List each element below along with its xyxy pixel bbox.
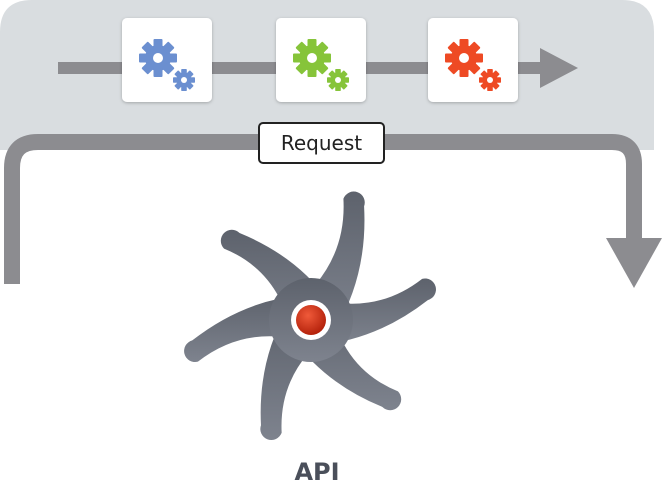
- api-icon: [184, 191, 436, 440]
- gears-icon: [139, 39, 195, 91]
- request-label-box: Request: [258, 122, 385, 164]
- gears-icon: [293, 39, 349, 91]
- request-path-arrow-head: [606, 238, 662, 288]
- middleware-1-tile: [122, 18, 212, 102]
- request-label: Request: [281, 131, 362, 155]
- middleware-2-tile: [276, 18, 366, 102]
- api-label: API: [294, 458, 339, 486]
- gears-icon: [445, 39, 501, 91]
- api-star-arm: [286, 191, 365, 329]
- pipeline-arrow-head: [540, 48, 578, 88]
- api-core: [296, 305, 326, 335]
- middleware-stack: [122, 18, 518, 102]
- middleware-3-tile: [428, 18, 518, 102]
